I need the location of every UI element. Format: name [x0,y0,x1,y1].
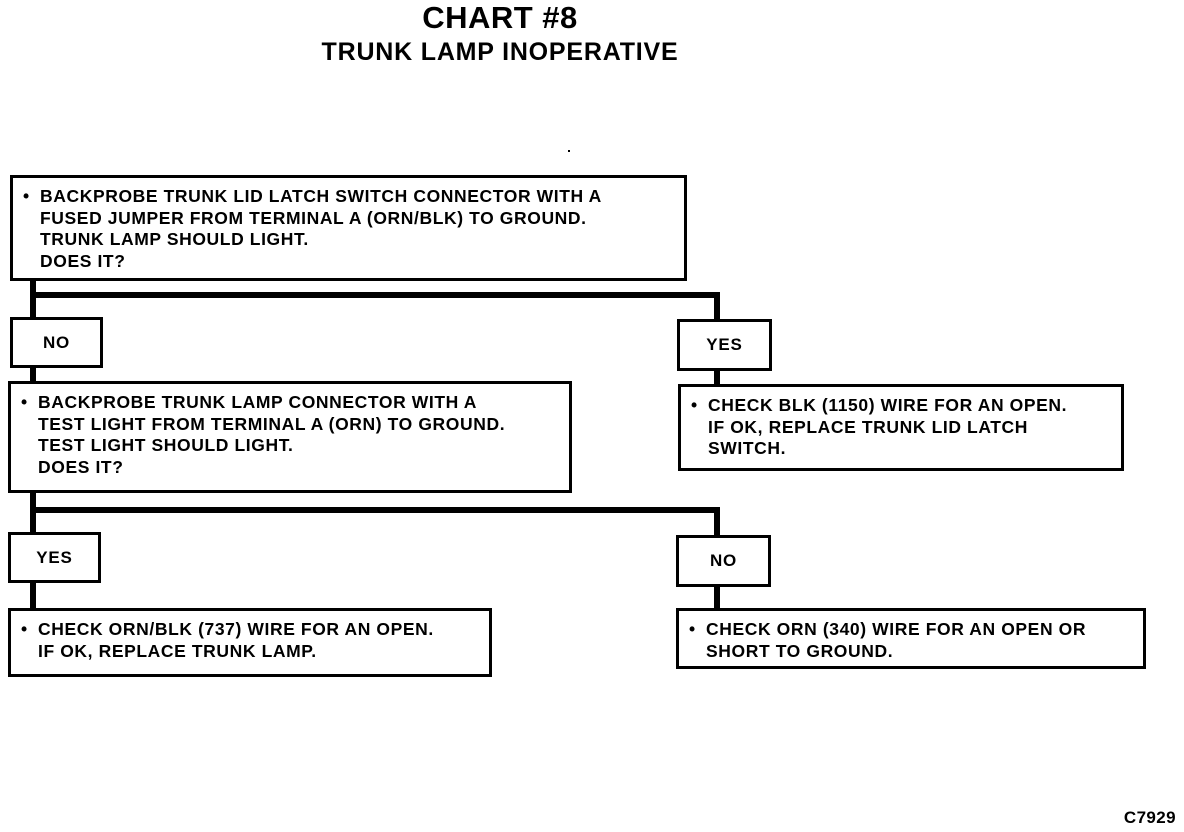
result-box-check-blk-wire: • CHECK BLK (1150) WIRE FOR AN OPEN. IF … [678,384,1124,471]
bullet: • [21,392,28,412]
no-label: NO [676,535,771,587]
connector-step1-down [30,278,36,320]
no-label: NO [10,317,103,368]
connector-yes1-to-result [714,370,720,386]
connector-yes2-to-result [30,581,36,610]
connector-branch1-right-down [714,292,720,320]
bullet: • [23,186,30,206]
step-text: BACKPROBE TRUNK LID LATCH SWITCH CONNECT… [40,186,602,271]
connector-no1-to-step [30,366,36,384]
step-text: CHECK ORN/BLK (737) WIRE FOR AN OPEN. IF… [38,619,434,661]
bullet: • [21,619,28,639]
result-box-check-orn-blk-wire: • CHECK ORN/BLK (737) WIRE FOR AN OPEN. … [8,608,492,677]
connector-branch1-horizontal [30,292,720,298]
step-text: CHECK ORN (340) WIRE FOR AN OPEN OR SHOR… [706,619,1087,661]
stray-mark [568,150,570,152]
connector-branch2-right-down [714,507,720,537]
result-box-check-orn-wire: • CHECK ORN (340) WIRE FOR AN OPEN OR SH… [676,608,1146,669]
bullet: • [691,395,698,415]
yes-label: YES [677,319,772,371]
step-box-latch-switch-test: • BACKPROBE TRUNK LID LATCH SWITCH CONNE… [10,175,687,281]
connector-branch2-horizontal [30,507,720,513]
step-text: CHECK BLK (1150) WIRE FOR AN OPEN. IF OK… [708,395,1068,458]
chart-subtitle: TRUNK LAMP INOPERATIVE [321,38,679,66]
figure-code: C7929 [1123,808,1176,827]
bullet: • [689,619,696,639]
connector-no2-to-result [714,584,720,610]
step-box-trunk-lamp-connector-test: • BACKPROBE TRUNK LAMP CONNECTOR WITH A … [8,381,572,493]
step-text: BACKPROBE TRUNK LAMP CONNECTOR WITH A TE… [38,392,506,477]
yes-label: YES [8,532,101,583]
chart-title: CHART #8 [422,0,578,35]
